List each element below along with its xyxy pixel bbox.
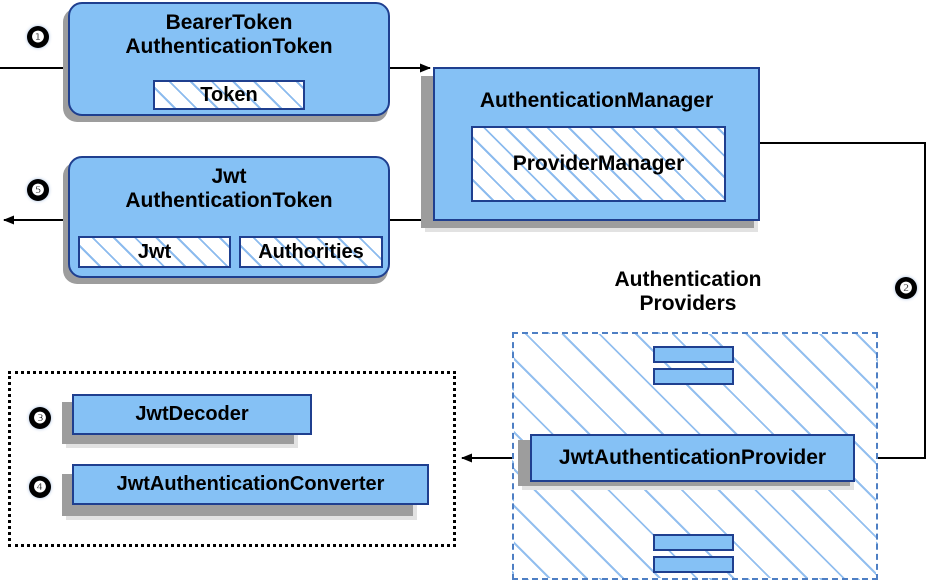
step-badge-2: ❷ bbox=[895, 277, 917, 299]
step-badge-5: ❺ bbox=[27, 179, 49, 201]
jwt-authentication-converter-node[interactable]: JwtAuthenticationConverter bbox=[72, 464, 429, 505]
authentication-manager-label: AuthenticationManager bbox=[479, 89, 714, 112]
bearer-token-authentication-token-label: BearerToken AuthenticationToken bbox=[125, 11, 333, 58]
provider-stack-bar-bottom-1 bbox=[653, 534, 734, 551]
jwt-authentication-token-node[interactable]: Jwt AuthenticationToken Jwt Authorities bbox=[68, 156, 390, 278]
jwt-box: Jwt bbox=[78, 236, 231, 268]
provider-manager-label: ProviderManager bbox=[512, 152, 685, 175]
authorities-box: Authorities bbox=[239, 236, 383, 268]
token-label: Token bbox=[200, 83, 258, 106]
step-badge-4: ❹ bbox=[29, 476, 51, 498]
token-box: Token bbox=[153, 80, 305, 110]
provider-stack-bar-top-1 bbox=[653, 346, 734, 363]
step-badge-1: ❶ bbox=[27, 26, 49, 48]
jwt-authentication-provider-node[interactable]: JwtAuthenticationProvider bbox=[530, 434, 855, 482]
bearer-token-authentication-token-node[interactable]: BearerToken AuthenticationToken Token bbox=[68, 2, 390, 116]
provider-stack-bar-bottom-2 bbox=[653, 556, 734, 573]
authentication-providers-caption: Authentication Providers bbox=[614, 268, 762, 315]
provider-manager-box: ProviderManager bbox=[471, 126, 726, 202]
jwt-authentication-converter-label: JwtAuthenticationConverter bbox=[116, 473, 385, 496]
provider-stack-bar-top-2 bbox=[653, 368, 734, 385]
jwt-authentication-provider-label: JwtAuthenticationProvider bbox=[558, 446, 827, 470]
jwt-support-group bbox=[8, 371, 456, 547]
jwt-decoder-label: JwtDecoder bbox=[135, 403, 249, 426]
authorities-label: Authorities bbox=[258, 240, 364, 263]
arrow-manager-to-provider bbox=[760, 142, 926, 463]
jwt-authentication-token-label: Jwt AuthenticationToken bbox=[125, 165, 333, 212]
step-badge-3: ❸ bbox=[29, 407, 51, 429]
authentication-manager-node[interactable]: AuthenticationManager ProviderManager bbox=[433, 67, 760, 221]
jwt-label: Jwt bbox=[137, 240, 172, 263]
jwt-decoder-node[interactable]: JwtDecoder bbox=[72, 394, 312, 435]
